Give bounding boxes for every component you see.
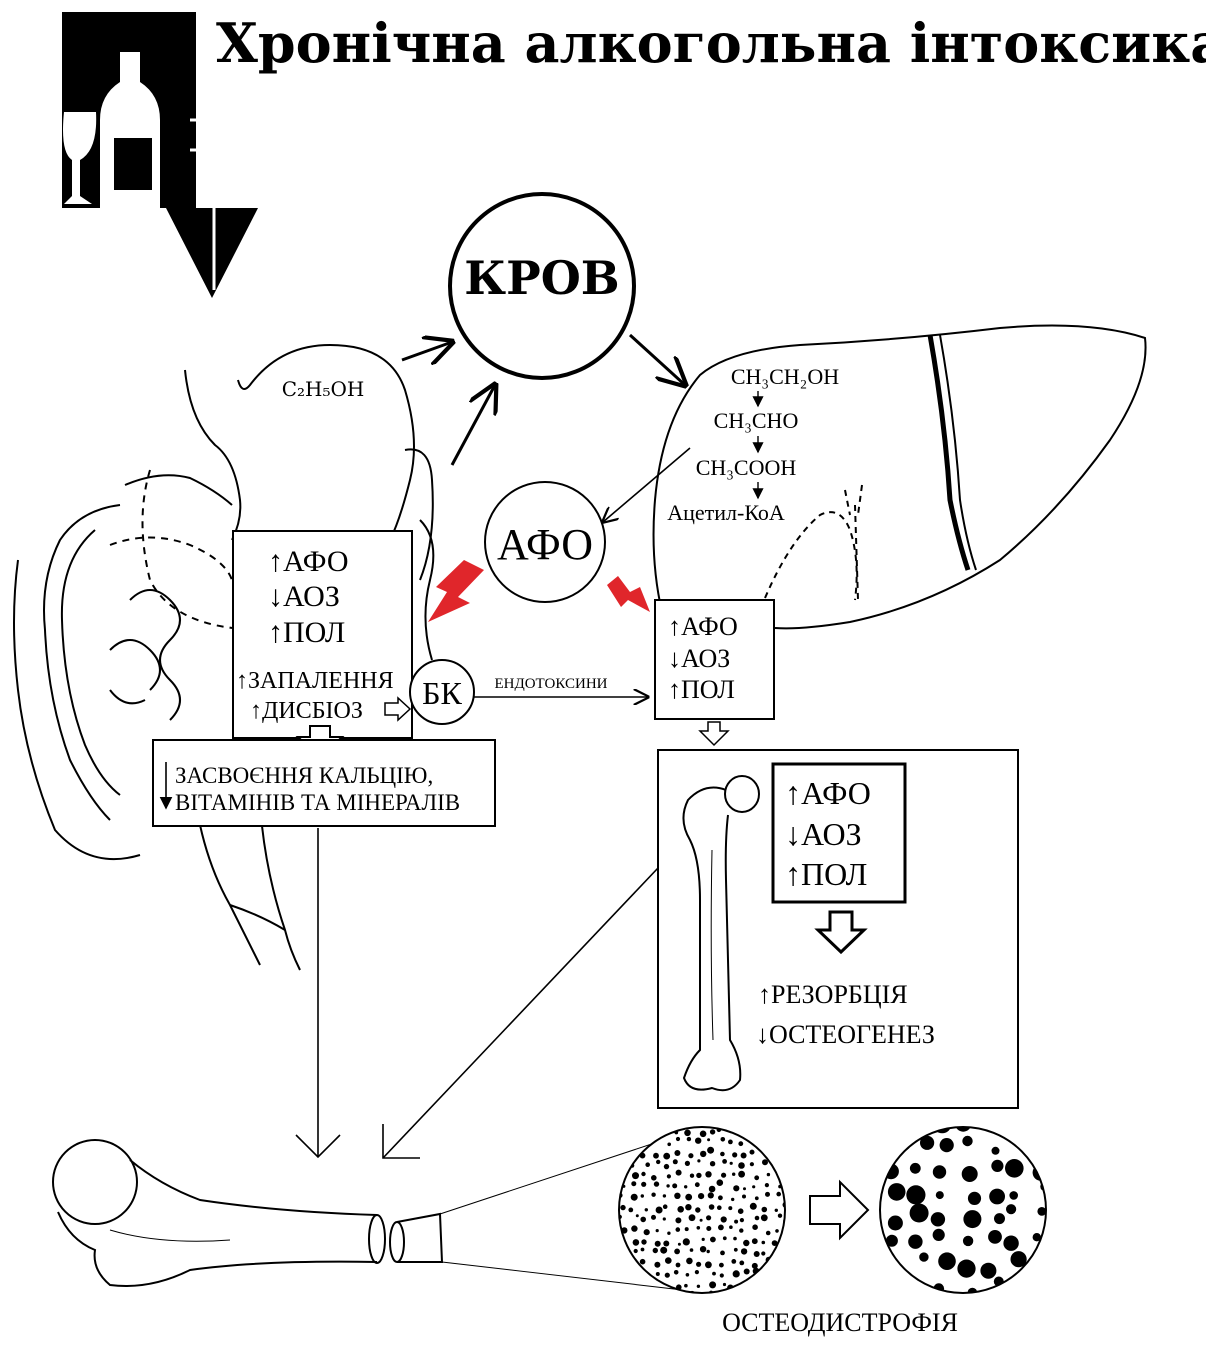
femur-horizontal-drawing (53, 1128, 700, 1292)
afo-center-label: АФО (497, 520, 593, 569)
arrow-bone-to-femur (383, 868, 658, 1158)
metabolite-acetaldehyde: CH₃CHO (714, 408, 799, 433)
resorption-label: ↑РЕЗОРБЦІЯ (758, 980, 908, 1009)
lightning-left-icon (428, 560, 484, 622)
normal-bone-texture (607, 1115, 793, 1302)
absorption-line-1: ЗАСВОЄННЯ КАЛЬЦІЮ, (175, 763, 433, 788)
metabolite-acetyl-coa: Ацетил-КоА (667, 500, 785, 525)
blood-label: КРОВ (464, 251, 619, 305)
bk-label: БК (422, 675, 462, 711)
osteoporotic-bone-texture (858, 1105, 1049, 1303)
metabolite-acetic-acid: CH₃COOH (696, 455, 797, 480)
osteogenesis-label: ↓ОСТЕОГЕНЕЗ (756, 1020, 935, 1049)
stomach-ethanol-label: C₂H₅OH (282, 377, 365, 401)
bone-pol: ↑ПОЛ (785, 856, 867, 892)
gut-aoz: ↓АОЗ (268, 580, 340, 613)
hollow-arrow-down-small-icon (700, 722, 728, 745)
page-title: Хронічна алкогольна інтоксикація (216, 11, 1206, 75)
gut-pol: ↑ПОЛ (268, 616, 345, 649)
liver-metabolism: CH₃CH₂OH CH₃CHO CH₃COOH Ацетил-КоА (667, 364, 839, 525)
gut-afo: ↑АФО (268, 545, 349, 578)
gut-dysbiosis: ↑ДИСБІОЗ (250, 698, 363, 724)
absorption-line-2: ВІТАМІНІВ ТА МІНЕРАЛІВ (175, 790, 460, 815)
endotoxins-label: ЕНДОТОКСИНИ (495, 676, 608, 692)
metabolite-ethanol: CH₃CH₂OH (731, 364, 839, 389)
liver-aoz: ↓АОЗ (668, 644, 730, 673)
liver-afo: ↑АФО (668, 612, 738, 641)
hollow-arrow-progression-icon (810, 1182, 868, 1238)
lightning-right-icon (607, 576, 650, 612)
bone-afo: ↑АФО (785, 775, 871, 811)
gut-inflammation: ↑ЗАПАЛЕННЯ (236, 668, 394, 694)
bone-aoz: ↓АОЗ (785, 816, 862, 852)
osteodystrophy-label: ОСТЕОДИСТРОФІЯ (722, 1308, 958, 1337)
liver-pol: ↑ПОЛ (668, 675, 735, 704)
